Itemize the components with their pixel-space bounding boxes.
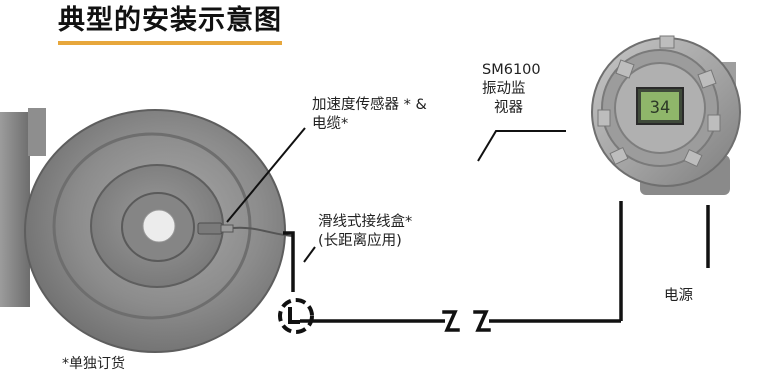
signal-cable — [283, 201, 623, 323]
accelerometer-sensor — [197, 222, 293, 237]
monitor-label: SM6100 振动监 视器 — [482, 61, 541, 118]
sensor-label-line1: 加速度传感器 * & — [312, 97, 427, 113]
display-reading: 34 — [650, 98, 670, 118]
junction-box-leader-line — [303, 246, 316, 263]
junction-box-label-line1: 滑线式接线盒* — [318, 214, 413, 230]
junction-box-label: 滑线式接线盒* (长距离应用) — [318, 213, 412, 251]
junction-box-label-line2: (长距离应用) — [318, 233, 402, 249]
sensor-label-line2: 电缆* — [312, 116, 349, 132]
power-label: 电源 — [664, 288, 693, 304]
sm6100-monitor: 34 — [591, 35, 741, 195]
machine-image — [0, 108, 286, 353]
monitor-label-line1: SM6100 — [482, 62, 541, 78]
junction-box-symbol — [278, 298, 314, 334]
sensor-leader-line — [226, 127, 306, 223]
cable-break-symbol — [442, 310, 491, 332]
monitor-leader-line — [477, 130, 566, 162]
page-title: 典型的安装示意图 — [58, 4, 282, 45]
monitor-label-line2: 振动监 — [482, 81, 526, 97]
monitor-label-line3: 视器 — [494, 100, 523, 116]
footnote: *单独订货 — [62, 356, 125, 372]
sensor-label: 加速度传感器 * & 电缆* — [312, 96, 427, 134]
